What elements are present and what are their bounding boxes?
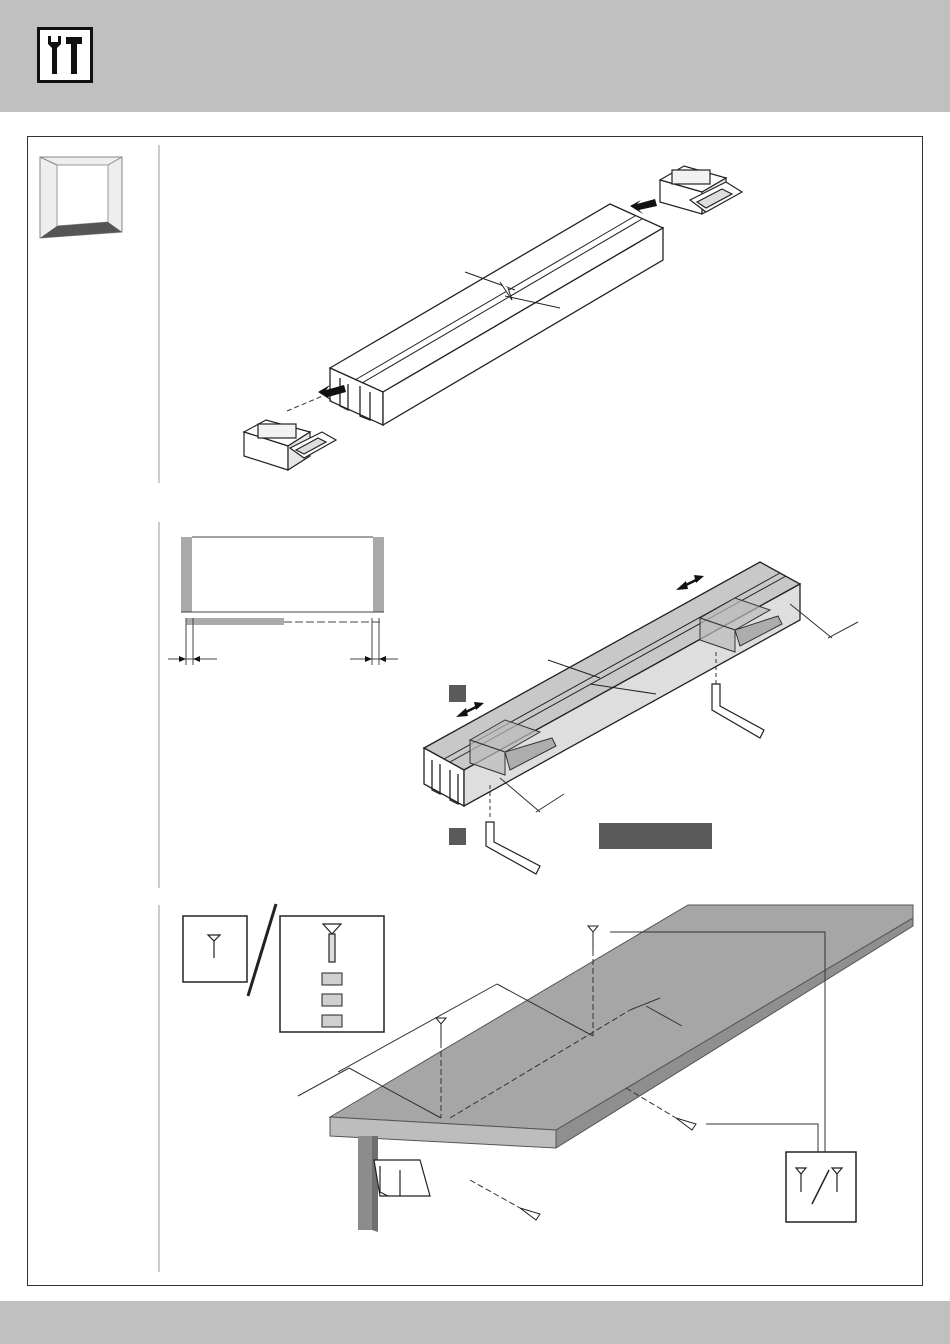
- window-elevation: [168, 537, 398, 665]
- step-2-rail: [424, 562, 800, 806]
- end-clip: [660, 166, 742, 214]
- guide-line: [287, 395, 325, 411]
- note-bar: [599, 823, 712, 849]
- spacer-icon: [322, 973, 342, 1027]
- footer-band: [0, 1301, 950, 1344]
- wall-block: [358, 1136, 378, 1232]
- step-3-rail: [374, 1160, 430, 1196]
- mounting-board: [330, 905, 913, 1148]
- window-recess-icon: [40, 157, 122, 238]
- step-1-rail: [330, 204, 663, 425]
- separator-slash: [248, 904, 276, 996]
- end-clip: [244, 420, 336, 470]
- step-marker-icon: [449, 828, 466, 845]
- step-marker-icon: [449, 685, 466, 702]
- leader-line: [706, 1124, 818, 1152]
